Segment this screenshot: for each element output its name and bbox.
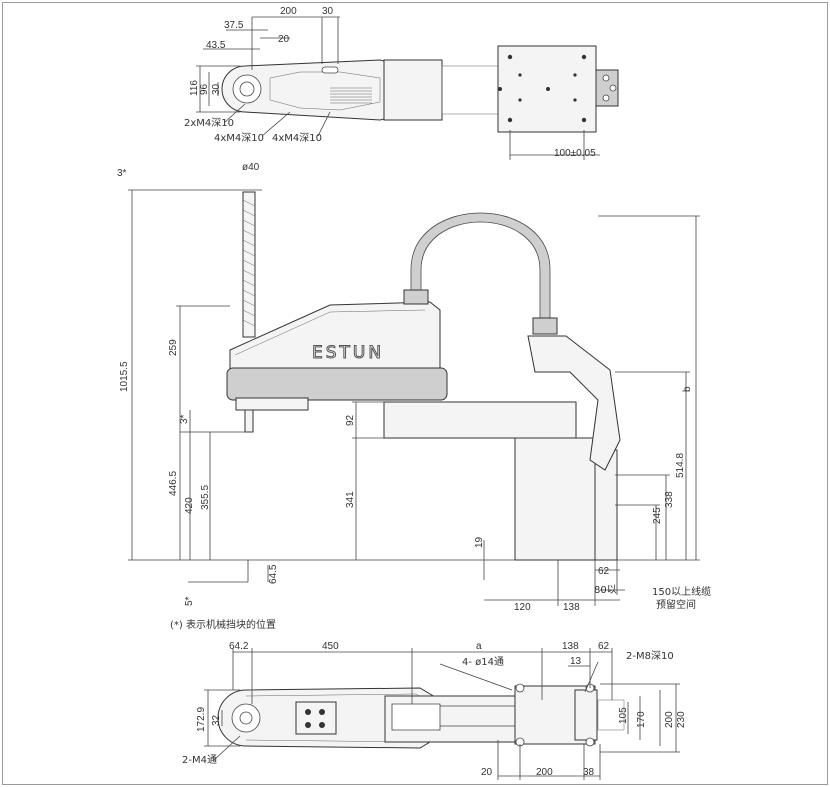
dim-62-bottom: 62 [598, 641, 610, 652]
cable-connector-top [403, 289, 429, 305]
dim-20-bottom: 20 [481, 767, 493, 778]
dim-32: 32 [211, 714, 222, 726]
dim-105: 105 [618, 707, 629, 724]
dim-3-mid: 3* [179, 414, 190, 424]
dim-96: 96 [199, 83, 210, 95]
dim-446-5: 446.5 [168, 471, 179, 496]
top-view: 200 30 37.5 20 43.5 116 96 30 100±0.05 2… [184, 6, 619, 160]
note-2xm4: 2xM4深10 [184, 117, 234, 129]
cable-connector-base [532, 317, 558, 335]
dim-200-vert: 200 [664, 711, 675, 728]
estun-logo: ESTUN [312, 343, 384, 363]
side-view: ESTUN [117, 162, 711, 631]
dim-172-9: 172.9 [196, 707, 207, 732]
dim-5-star: 5* [184, 596, 195, 606]
dim-259: 259 [168, 339, 179, 356]
ball-screw [242, 191, 256, 338]
dim-b: b [682, 386, 693, 392]
top-arm-outline [221, 59, 389, 121]
bottom-view: 64.2 450 a 138 62 13 4- ø14通 2-M8深10 172… [182, 641, 687, 780]
dim-19: 19 [474, 536, 485, 548]
dim-200-bottom: 200 [536, 767, 553, 778]
dim-13: 13 [570, 656, 582, 667]
dim-62-side: 62 [598, 566, 610, 577]
dim-30-vert: 30 [211, 83, 222, 95]
top-link-block [383, 59, 443, 121]
note-m4-through: 2-M4通 [182, 754, 217, 766]
dim-338: 338 [664, 491, 675, 508]
dim-230: 230 [676, 711, 687, 728]
bottom-panel [295, 701, 337, 735]
dim-37-5: 37.5 [224, 20, 244, 31]
note-phi14: 4- ø14通 [462, 656, 504, 668]
note-m8: 2-M8深10 [626, 650, 674, 662]
cable-elbow [527, 335, 621, 471]
dim-92: 92 [345, 414, 356, 426]
dim-138-side: 138 [563, 602, 580, 613]
dim-420: 420 [184, 497, 195, 514]
dim-355-5: 355.5 [200, 485, 211, 510]
dim-phi40: ø40 [242, 162, 260, 173]
note-4xm4-b: 4xM4深10 [272, 132, 322, 144]
bottom-joint-inner [239, 711, 253, 725]
dim-a: a [476, 641, 482, 652]
dim-80: 80以 [594, 585, 617, 596]
dim-170: 170 [636, 711, 647, 728]
dim-120: 120 [514, 602, 531, 613]
dim-3-top: 3* [117, 168, 127, 179]
dim-64-5: 64.5 [268, 564, 279, 584]
dim-450: 450 [322, 641, 339, 652]
stopper-note: (*) 表示机械挡块的位置 [170, 618, 276, 631]
dim-514-8: 514.8 [675, 453, 686, 478]
dim-38: 38 [583, 767, 595, 778]
dim-341: 341 [345, 491, 356, 508]
dim-100-tol: 100±0.05 [554, 148, 596, 159]
cable-note-2: 预留空间 [656, 598, 696, 611]
top-slot [321, 66, 339, 74]
dim-245: 245 [652, 507, 663, 524]
second-link [383, 401, 577, 439]
arm-bottom-flange [235, 397, 309, 411]
top-connector [595, 69, 619, 107]
top-joint-inner [239, 81, 255, 97]
dim-43-5: 43.5 [206, 40, 226, 51]
arm-lower-band [226, 367, 448, 401]
base-column [514, 437, 596, 561]
dim-138-bottom: 138 [562, 641, 579, 652]
dim-64-2: 64.2 [229, 641, 249, 652]
dim-1015-5: 1015.5 [119, 361, 130, 392]
dim-200-top: 200 [280, 6, 297, 17]
dim-30-top: 30 [322, 6, 334, 17]
note-4xm4-a: 4xM4深10 [214, 132, 264, 144]
cable-note-1: 150以上线缆 [652, 585, 711, 598]
dim-20-top: 20 [278, 34, 290, 45]
dim-116: 116 [189, 80, 200, 96]
